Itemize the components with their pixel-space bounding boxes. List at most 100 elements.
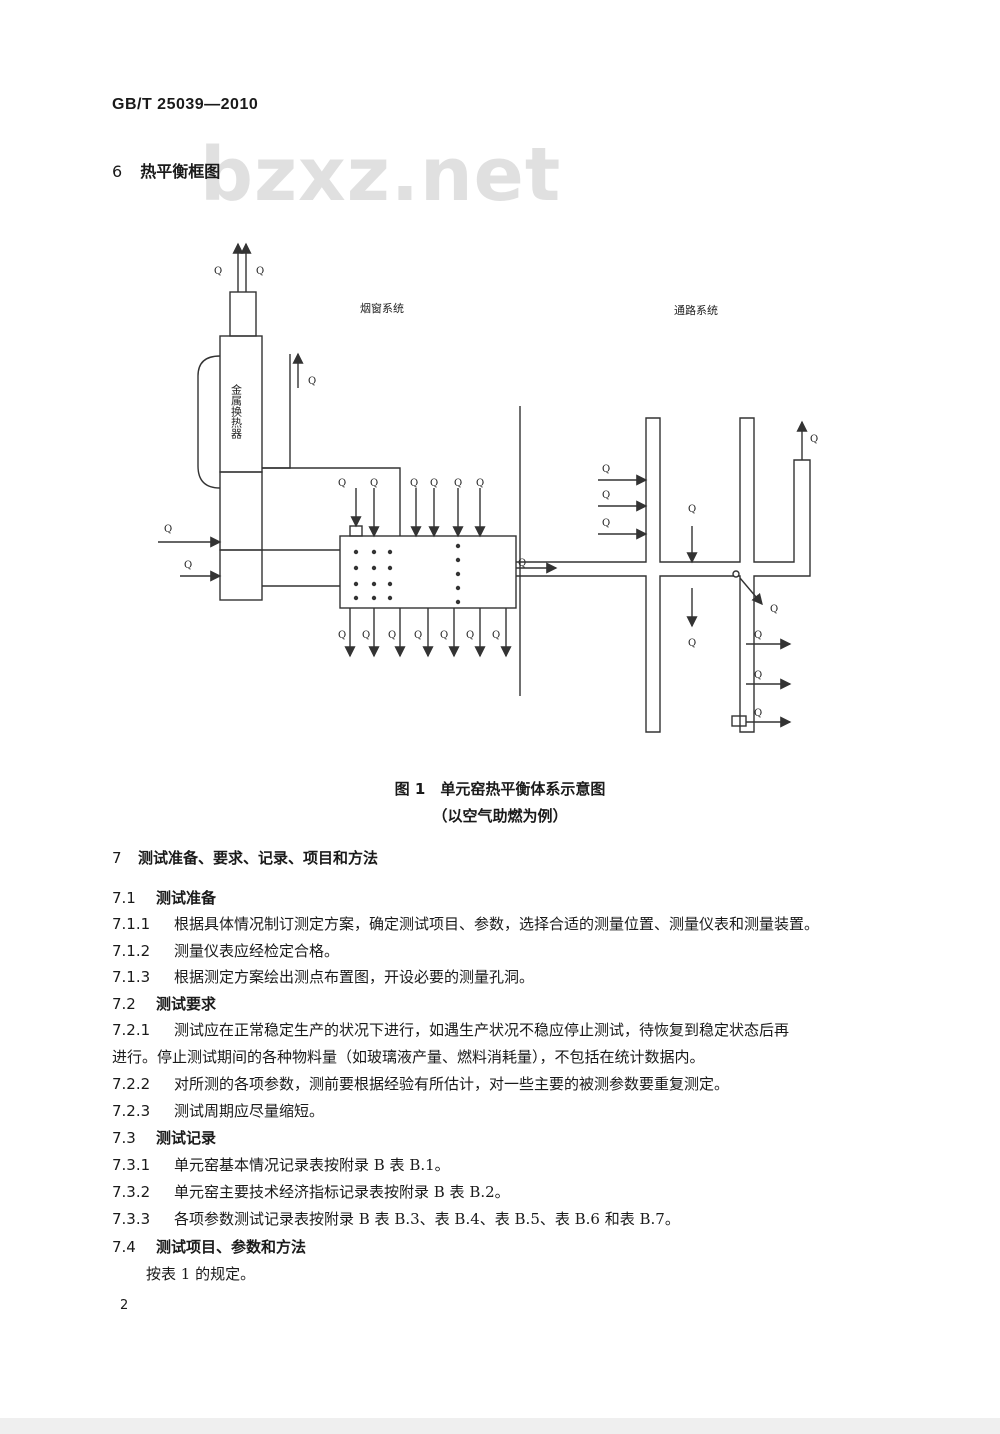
clause-text: 测试准备: [156, 889, 217, 907]
section-number: 6: [112, 162, 123, 181]
duct-vertical: [262, 354, 291, 469]
section-title: 热平衡框图: [140, 162, 221, 181]
label-q-tb: Q: [430, 478, 438, 489]
figure-subcaption: （以空气助燃为例）: [432, 807, 568, 825]
clause: 7.3.3 各项参数测试记录表按附录 B 表 B.3、表 B.4、表 B.5、表 …: [112, 1209, 912, 1229]
section-title: 测试准备、要求、记录、项目和方法: [138, 849, 379, 867]
viewer-bottom-bar: [0, 1418, 1000, 1434]
passage-system-label: 通路系统: [674, 304, 718, 317]
clause-number: 7.1.2: [112, 942, 151, 960]
label-q-td: Q: [476, 478, 484, 489]
diagram-svg: Q Q 金属换热器 Q Q Q Q Q Q Q Q Q Q Q: [158, 242, 818, 733]
regenerator-lower: [219, 549, 263, 601]
heat-balance-diagram: Q Q 金属换热器 Q Q Q Q Q Q Q Q Q Q Q: [150, 236, 850, 746]
label-q-rr3: Q: [602, 518, 610, 529]
label-q-b4: Q: [414, 630, 422, 641]
regenerator-upper: [219, 471, 263, 551]
clause-continuation: 进行。停止测试期间的各种物料量（如玻璃液产量、燃料消耗量），不包括在统计数据内。: [112, 1047, 912, 1067]
clause-heading: 7.4 测试项目、参数和方法: [112, 1237, 912, 1257]
label-q-ta: Q: [410, 478, 418, 489]
label-q-mid: Q: [688, 504, 696, 515]
figure-caption: 图 1 单元窑热平衡体系示意图: [394, 780, 606, 798]
label-q-b2: Q: [362, 630, 370, 641]
label-q-tc: Q: [454, 478, 462, 489]
label-q-r1: Q: [338, 478, 346, 489]
flue-duct-top: [262, 467, 401, 536]
clause-number: 7.3.1: [112, 1156, 151, 1174]
bypass-duct: [197, 355, 221, 489]
clause-text: 测量仪表应经检定合格。: [174, 942, 340, 960]
label-q-dg: Q: [770, 604, 778, 615]
standard-code-header: GB/T 25039—2010: [112, 96, 259, 113]
label-q-b6: Q: [466, 630, 474, 641]
clause: 7.1.1 根据具体情况制订测定方案，确定测试项目、参数，选择合适的测量位置、测量…: [112, 914, 912, 934]
label-q-b5: Q: [440, 630, 448, 641]
measure-points: [353, 543, 461, 605]
burner-port: [349, 525, 363, 537]
clause: 7.1.2 测量仪表应经检定合格。: [112, 941, 912, 961]
clause-heading: 7.1 测试准备: [112, 888, 912, 908]
section-number: 7: [112, 849, 122, 867]
clause: 7.3.2 单元窑主要技术经济指标记录表按附录 B 表 B.2。: [112, 1182, 912, 1202]
clause-text: 按表 1 的规定。: [146, 1265, 256, 1283]
clause-text: 进行。停止测试期间的各种物料量（如玻璃液产量、燃料消耗量），不包括在统计数据内。: [112, 1048, 705, 1066]
exchanger-label: 金属换热器: [230, 383, 243, 440]
label-q-top1: Q: [214, 266, 222, 277]
label-q-mid2: Q: [688, 638, 696, 649]
clause-text: 测试记录: [156, 1129, 217, 1147]
junction-node: [732, 570, 740, 578]
clause-number: 7.2.2: [112, 1075, 151, 1093]
clause-number: 7.3.2: [112, 1183, 151, 1201]
label-q-rr1: Q: [602, 464, 610, 475]
clause-text: 各项参数测试记录表按附录 B 表 B.3、表 B.4、表 B.5、表 B.6 和…: [174, 1210, 680, 1228]
forehearth-channels: [516, 417, 811, 733]
label-q-b7: Q: [492, 630, 500, 641]
clause-number: 7.2.3: [112, 1102, 151, 1120]
label-q-tc2: Q: [754, 708, 762, 719]
clause-number: 7.3: [112, 1129, 136, 1147]
label-q-b3: Q: [388, 630, 396, 641]
label-q-top2: Q: [256, 266, 264, 277]
label-q-kb: Q: [184, 560, 192, 571]
label-q-r2: Q: [370, 478, 378, 489]
clause-number: 7.3.3: [112, 1210, 151, 1228]
clause-number: 7.2: [112, 995, 136, 1013]
clause-text: 测试要求: [156, 995, 217, 1013]
clause-text: 单元窑基本情况记录表按附录 B 表 B.1。: [174, 1156, 450, 1174]
clause-text: 测试应在正常稳定生产的状况下进行，如遇生产状况不稳应停止测试，待恢复到稳定状态后…: [174, 1021, 790, 1039]
clause-indent: 按表 1 的规定。: [146, 1264, 946, 1284]
label-q-h: Q: [308, 376, 316, 387]
clause-number: 7.1: [112, 889, 136, 907]
clause-number: 7.4: [112, 1238, 136, 1256]
clause-text: 对所测的各项参数，测前要根据经验有所估计，对一些主要的被测参数要重复测定。: [174, 1075, 730, 1093]
section-6-heading: 6 热平衡框图: [112, 158, 220, 182]
clause-text: 测试项目、参数和方法: [156, 1238, 307, 1256]
section-7-heading: 7 测试准备、要求、记录、项目和方法: [112, 848, 912, 868]
page-number: 2: [120, 1298, 129, 1313]
furnace-box: [339, 535, 517, 609]
label-q-rr2: Q: [602, 490, 610, 501]
watermark: bzxz.net: [200, 132, 562, 218]
label-q-ta2: Q: [754, 630, 762, 641]
bottom-arrows: [344, 608, 512, 658]
clause-heading: 7.2 测试要求: [112, 994, 912, 1014]
clause: 7.2.1 测试应在正常稳定生产的状况下进行，如遇生产状况不稳应停止测试，待恢复到…: [112, 1020, 912, 1040]
clause: 7.2.2 对所测的各项参数，测前要根据经验有所估计，对一些主要的被测参数要重复测…: [112, 1074, 912, 1094]
clause-text: 单元窑主要技术经济指标记录表按附录 B 表 B.2。: [174, 1183, 510, 1201]
label-q-ryj: Q: [810, 434, 818, 445]
flow-arrow-qdg: [739, 577, 763, 606]
clause-text: 测试周期应尽量缩短。: [174, 1102, 325, 1120]
chimney-top: [229, 291, 257, 337]
clause-text: 根据具体情况制订测定方案，确定测试项目、参数，选择合适的测量位置、测量仪表和测量…: [174, 915, 820, 933]
clause-number: 7.1.1: [112, 915, 151, 933]
clause-number: 7.2.1: [112, 1021, 151, 1039]
label-q-out: Q: [518, 558, 526, 569]
clause: 7.3.1 单元窑基本情况记录表按附录 B 表 B.1。: [112, 1155, 912, 1175]
label-q-ka: Q: [164, 524, 172, 535]
label-q-tb2: Q: [754, 670, 762, 681]
flue-system-label: 烟窗系统: [360, 301, 404, 315]
clause-text: 根据测定方案绘出测点布置图，开设必要的测量孔洞。: [174, 968, 535, 986]
label-q-b1: Q: [338, 630, 346, 641]
clause-heading: 7.3 测试记录: [112, 1128, 912, 1148]
